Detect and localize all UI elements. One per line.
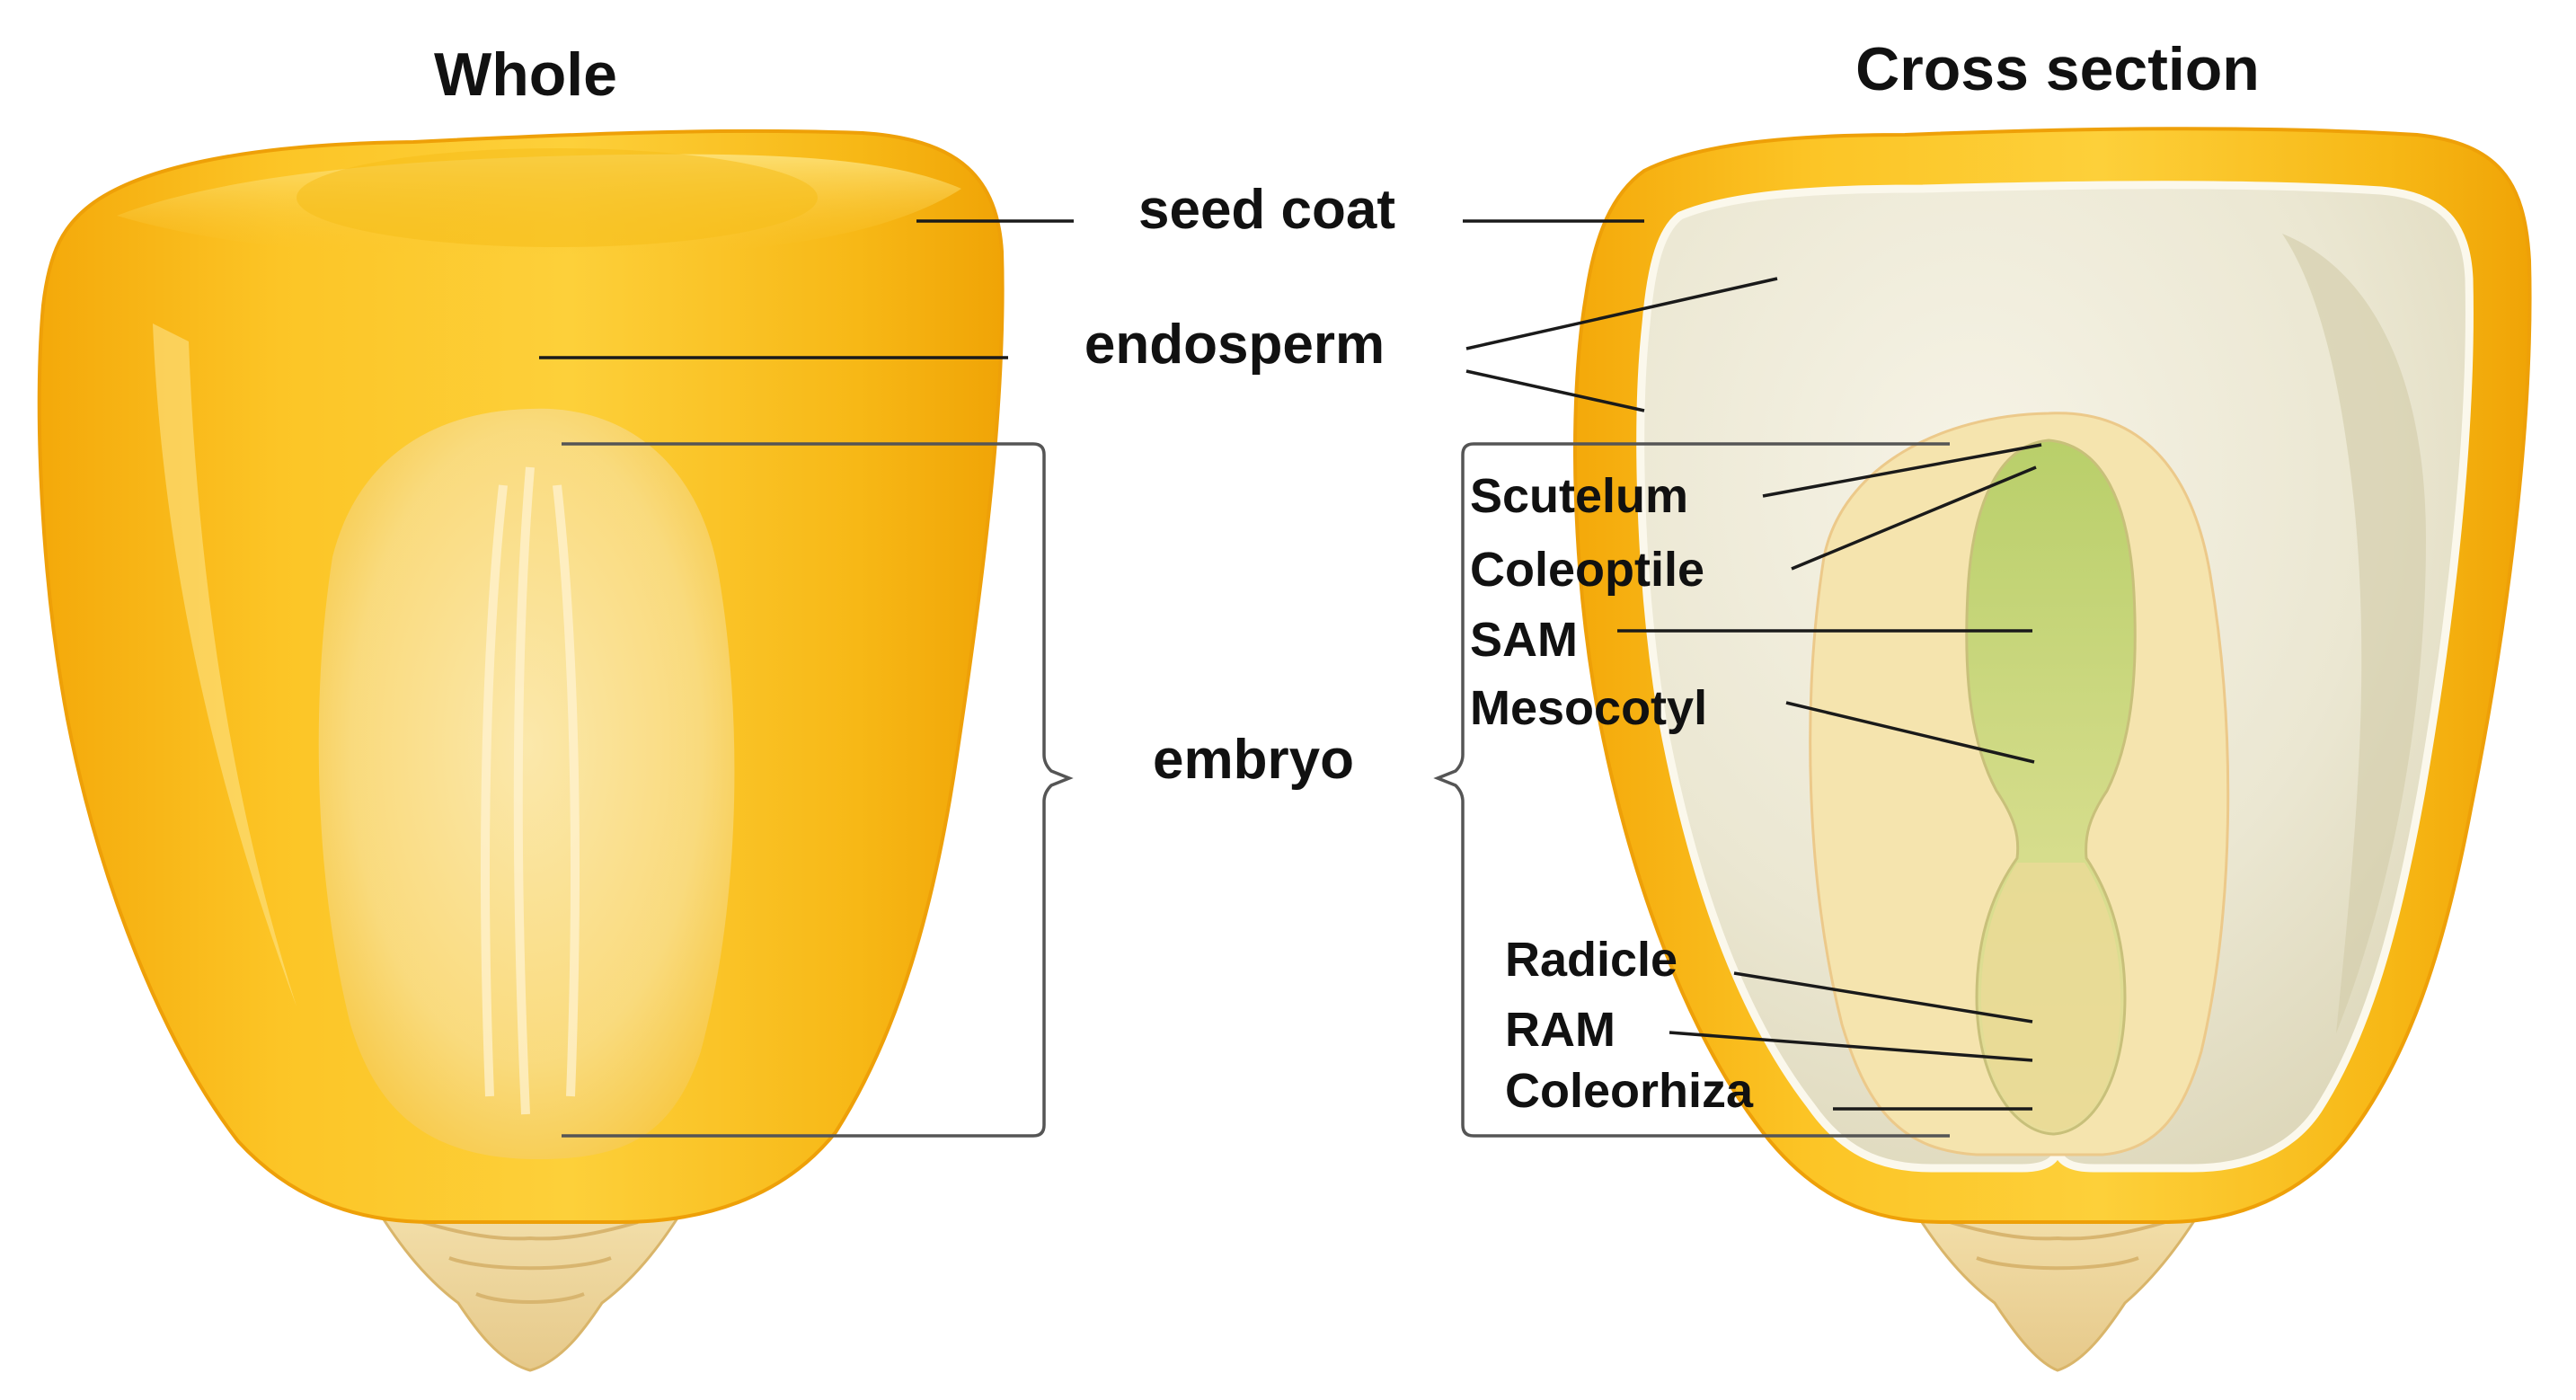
label-coleorhiza: Coleorhiza <box>1505 1064 1754 1118</box>
embryo-bracket-left <box>562 442 1074 1138</box>
cross-endosperm-shade <box>2282 234 2426 1033</box>
label-radicle: Radicle <box>1505 933 1677 987</box>
leader-lines <box>539 219 2042 1138</box>
label-sam: SAM <box>1470 613 1578 667</box>
leader-mesocotyl <box>1785 701 2035 764</box>
label-endosperm: endosperm <box>1084 314 1385 376</box>
label-ram: RAM <box>1505 1003 1616 1057</box>
whole-dent <box>297 148 818 247</box>
whole-kernel <box>37 128 1005 1372</box>
label-coleoptile: Coleoptile <box>1470 543 1704 597</box>
whole-side-sheen <box>153 323 297 1006</box>
leader-coleoptile <box>1791 465 2037 571</box>
leader-radicle <box>1733 971 2033 1023</box>
cross-tip-cap <box>1902 1175 2213 1372</box>
cross-root-part <box>1981 863 2120 1130</box>
whole-tip-ridges <box>421 1220 639 1304</box>
leader-scutelum <box>1762 443 2042 498</box>
title-whole: Whole <box>434 40 617 109</box>
cross-tip-ridges <box>1949 1220 2166 1271</box>
label-scutelum: Scutelum <box>1470 469 1688 523</box>
label-seed-coat: seed coat <box>1138 179 1395 241</box>
embryo-bracket-right <box>1433 442 1950 1138</box>
cross-section-kernel <box>1573 127 2532 1372</box>
leader-ram <box>1669 1031 2033 1062</box>
label-mesocotyl: Mesocotyl <box>1470 681 1707 735</box>
leader-endosperm-right-a <box>1465 277 1778 350</box>
label-embryo: embryo <box>1153 729 1354 791</box>
whole-embryo-ridge <box>481 466 580 1115</box>
leader-endosperm-right-b <box>1465 369 1645 412</box>
whole-embryo <box>318 408 735 1160</box>
title-cross-section: Cross section <box>1855 35 2260 103</box>
whole-tip-cap <box>366 1175 695 1372</box>
